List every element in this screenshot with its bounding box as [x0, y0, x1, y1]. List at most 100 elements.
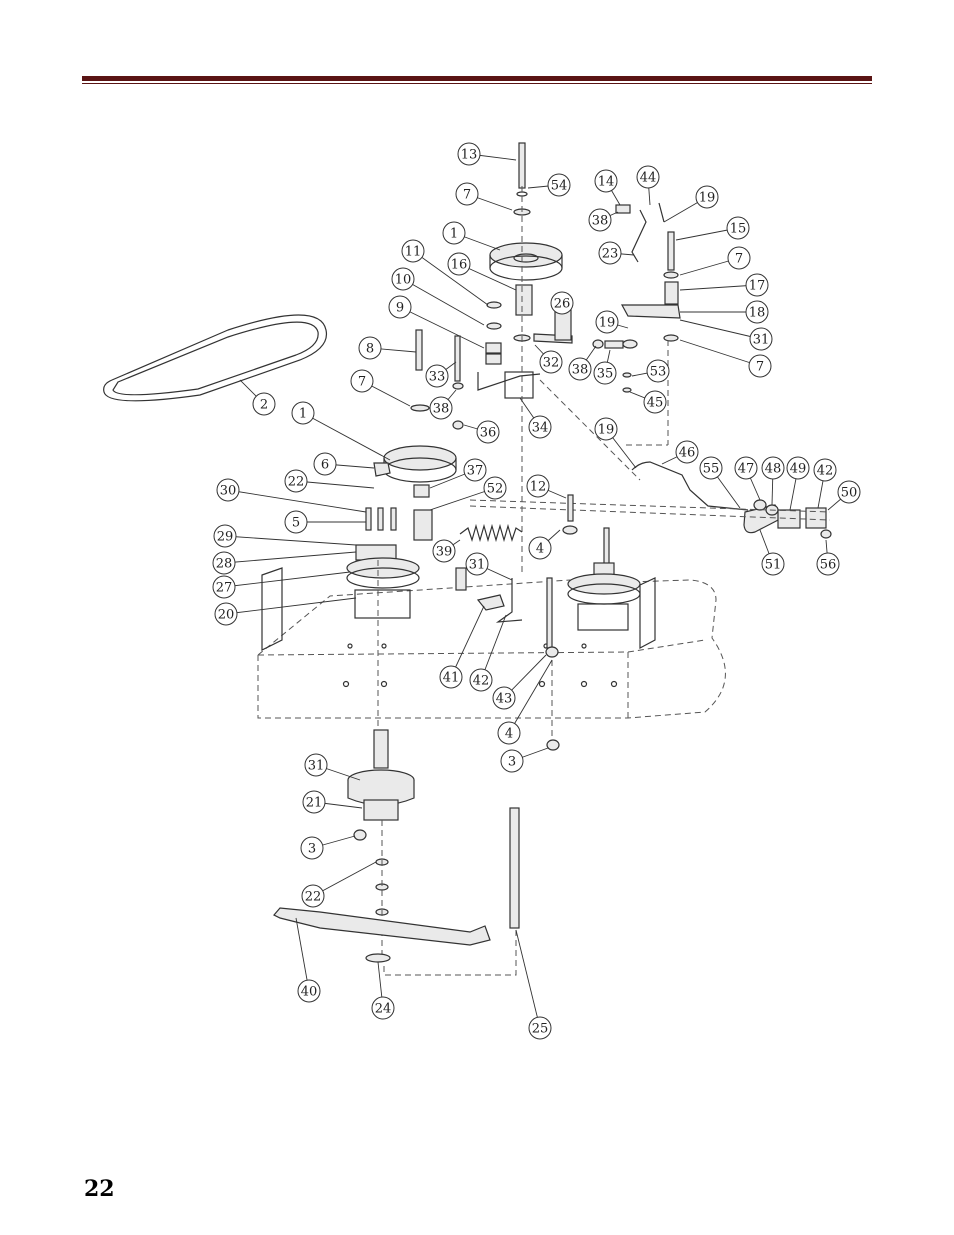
callout-leader: [295, 480, 375, 489]
callout-circle: [455, 182, 479, 206]
callout-label: 9: [396, 301, 404, 316]
callout-circle: [213, 524, 237, 548]
callout-circle: [291, 401, 315, 425]
callout-label: 28: [216, 557, 233, 572]
callout-label: 7: [463, 188, 471, 203]
callout-label: 22: [288, 475, 305, 490]
callout-circle: [447, 252, 471, 276]
callout-circle: [734, 456, 758, 480]
callout-label: 10: [395, 273, 412, 288]
callout-leader: [679, 319, 762, 340]
callout-circle: [476, 420, 500, 444]
callout-label: 30: [220, 484, 237, 499]
callout-circle: [816, 552, 840, 576]
callout-label: 42: [817, 464, 834, 479]
callout-circle: [465, 552, 489, 576]
callout-leader: [679, 339, 761, 367]
tension-linkage: [469, 202, 832, 539]
callout-circle: [588, 208, 612, 232]
callout-label: 38: [592, 214, 609, 229]
callout-circle: [500, 749, 524, 773]
callout-label: 6: [321, 458, 329, 473]
callout-label: 56: [820, 558, 837, 573]
callout-label: 35: [597, 367, 614, 382]
callout-leader: [223, 571, 351, 588]
callout-label: 52: [487, 482, 504, 497]
callout-circle: [216, 478, 240, 502]
callout-label: 42: [473, 674, 490, 689]
left-idler-assembly: [373, 301, 541, 541]
callout-label: 14: [598, 175, 615, 190]
callout-label: 31: [308, 759, 325, 774]
callout-circle: [302, 790, 326, 814]
callout-leader: [302, 412, 391, 461]
callout-label: 49: [790, 462, 807, 477]
callout-leader: [225, 597, 357, 615]
callout-circle: [675, 440, 699, 464]
callout-circle: [595, 310, 619, 334]
callout-circle: [748, 354, 772, 378]
callout-circle: [745, 273, 769, 297]
callout-label: 34: [532, 421, 549, 436]
callout-leader: [508, 659, 553, 734]
callout-circle: [350, 369, 374, 393]
tension-spring: [459, 523, 523, 543]
callout-circle: [497, 721, 521, 745]
callout-label: 4: [505, 727, 513, 742]
callout-circle: [442, 221, 466, 245]
callout-label: 24: [375, 1002, 392, 1017]
callout-circle: [457, 142, 481, 166]
callout-label: 3: [508, 755, 516, 770]
callout-leader: [679, 284, 758, 291]
callout-label: 1: [299, 407, 307, 422]
callout-circle: [429, 396, 453, 420]
callout-circle: [388, 295, 412, 319]
callout-label: 25: [532, 1022, 549, 1037]
callout-circle: [726, 216, 750, 240]
callout-circle: [636, 165, 660, 189]
callout-circle: [469, 668, 493, 692]
callout-label: 53: [650, 365, 667, 380]
callout-label: 45: [647, 396, 664, 411]
callout-label: 22: [305, 890, 322, 905]
header-rule-thin: [82, 83, 872, 84]
callout-circle: [439, 665, 463, 689]
callout-circle: [304, 753, 328, 777]
callout-label: 4: [536, 542, 544, 557]
callout-circle: [539, 350, 563, 374]
callout-circle: [550, 291, 574, 315]
callout-leader: [480, 614, 507, 681]
callout-circle: [528, 415, 552, 439]
callout-circle: [547, 173, 571, 197]
callout-circle: [425, 364, 449, 388]
spindle-blade-assembly: [273, 729, 520, 976]
callout-circle: [761, 456, 785, 480]
callout-label: 38: [433, 402, 450, 417]
callout-circle: [699, 456, 723, 480]
callout-label: 19: [699, 191, 716, 206]
callout-circle: [837, 480, 861, 504]
callout-label: 54: [551, 179, 568, 194]
callout-label: 15: [730, 222, 747, 237]
callout-label: 18: [749, 306, 766, 321]
callout-leader: [224, 535, 357, 546]
callout-circle: [214, 602, 238, 626]
callout-label: 1: [450, 227, 458, 242]
callout-label: 19: [598, 423, 615, 438]
callout-label: 27: [216, 581, 233, 596]
callout-circle: [284, 510, 308, 534]
callout-circle: [358, 336, 382, 360]
callout-circle: [568, 357, 592, 381]
callout-label: 26: [554, 297, 571, 312]
callout-circle: [252, 392, 276, 416]
callout-circle: [371, 996, 395, 1020]
callout-circle: [594, 417, 618, 441]
callout-leader: [312, 861, 377, 897]
mower-deck: [257, 567, 726, 719]
callout-circle: [598, 241, 622, 265]
callout-label: 50: [841, 486, 858, 501]
callout-label: 37: [467, 464, 484, 479]
callout-label: 21: [306, 796, 323, 811]
callout-label: 12: [530, 480, 547, 495]
